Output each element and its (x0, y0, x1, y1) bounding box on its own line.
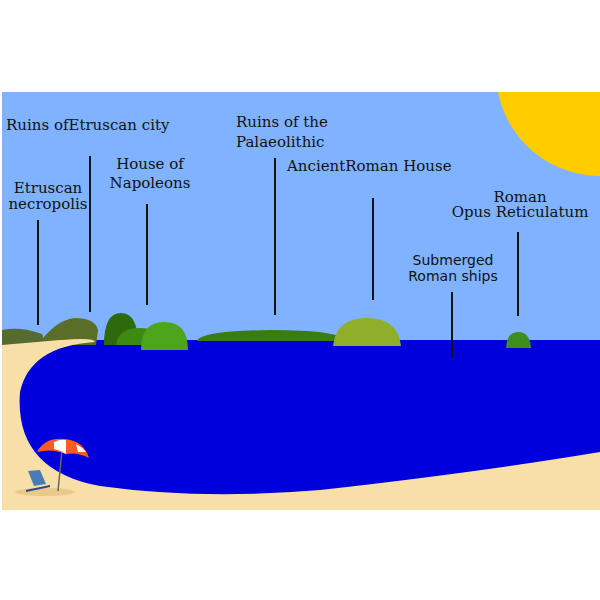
umbrella-stripe (54, 440, 66, 454)
leader-line (372, 198, 374, 300)
leader-line (37, 220, 39, 325)
place-label: Roman Opus Reticulatum (452, 190, 589, 220)
napoleon-dome (141, 322, 188, 350)
place-label: Ruins ofEtruscan city (6, 116, 169, 134)
roman-house-island (333, 318, 401, 346)
place-label: Submerged Roman ships (408, 252, 497, 284)
place-label: AncientRoman House (287, 157, 452, 175)
palaeolithic-island (197, 330, 346, 341)
sun (496, 92, 600, 176)
place-label: Ruins of the Palaeolithic (236, 112, 328, 152)
umbrella-pole (58, 450, 62, 491)
sand-shadow (15, 488, 75, 496)
umbrella (37, 439, 89, 458)
leader-line (89, 156, 91, 312)
place-label: Etruscan necropolis (8, 180, 87, 212)
leader-line (517, 232, 519, 316)
leader-lines (38, 156, 518, 358)
opus-islet (506, 332, 531, 348)
leader-line (274, 158, 276, 315)
beach-sand (2, 339, 600, 510)
leader-line (146, 204, 148, 305)
umbrella-stripe (76, 444, 86, 452)
beach-chair (28, 470, 46, 486)
place-label: House of Napoleons (110, 155, 191, 193)
chair-base (26, 486, 50, 491)
leader-line (451, 292, 453, 358)
sky (2, 92, 600, 342)
